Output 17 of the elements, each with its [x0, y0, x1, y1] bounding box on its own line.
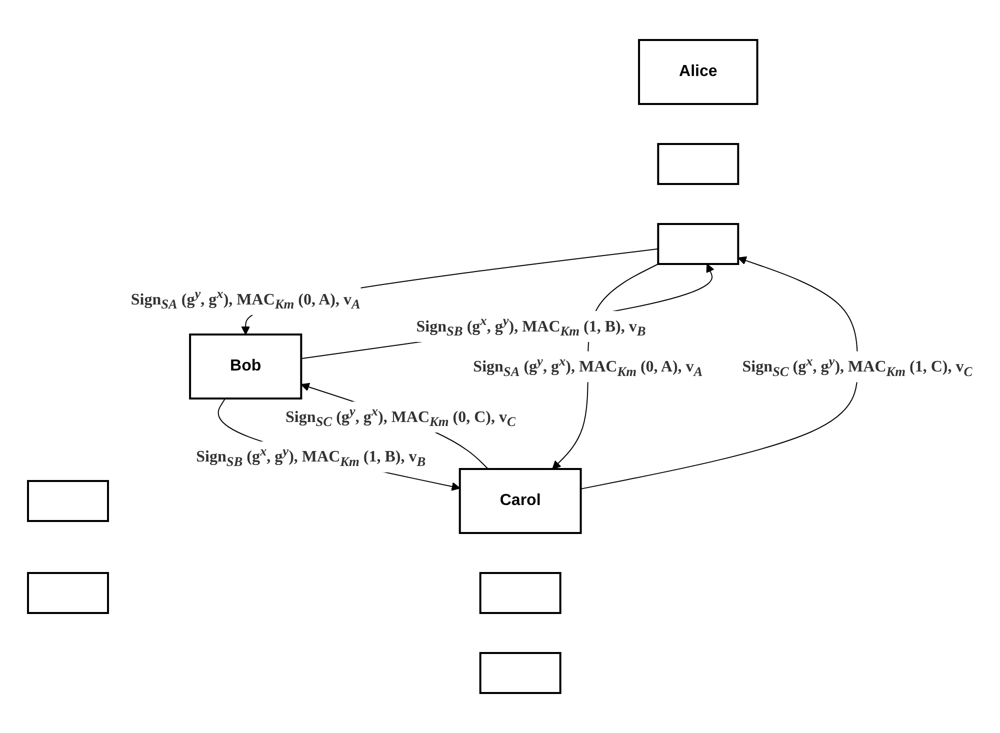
node-box: Carol	[458, 468, 582, 534]
node-box	[656, 143, 739, 185]
arrow	[300, 264, 714, 360]
edge-label: Sign$_{SA}$ (g$^{y}$, g$^{x}$), MAC$_{Km}$ (0, A), v$_{A}$	[472, 353, 702, 379]
node-box: Bob	[188, 334, 302, 400]
node-box	[479, 572, 561, 614]
edge-label: Sign$_{SA}$ (g$^{y}$, g$^{x}$), MAC$_{Km}$ (0, A), v$_{A}$	[130, 286, 360, 312]
arrow	[580, 256, 858, 490]
edge-label: Sign$_{SC}$ (g$^{x}$, g$^{y}$), MAC$_{Km}$ (1, C), v$_{C}$	[742, 353, 972, 379]
edge-label: Sign$_{SC}$ (g$^{y}$, g$^{x}$), MAC$_{Km}$ (0, C), v$_{C}$	[285, 404, 516, 430]
node-box	[656, 223, 739, 265]
edge-label: Sign$_{SB}$ (g$^{x}$, g$^{y}$), MAC$_{Km}$ (1, B), v$_{B}$	[416, 313, 646, 339]
node-box	[26, 480, 109, 522]
edge-label: Sign$_{SB}$ (g$^{x}$, g$^{y}$), MAC$_{Km}$ (1, B), v$_{B}$	[196, 443, 426, 469]
node-box	[26, 572, 109, 614]
node-box: Alice	[638, 39, 758, 105]
node-box	[479, 652, 561, 694]
